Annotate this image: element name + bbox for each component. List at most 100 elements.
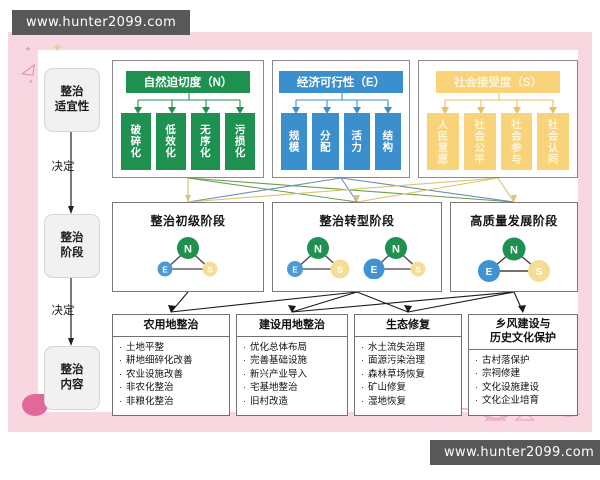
content-title: 建设用地整治 — [237, 315, 347, 337]
dimension-item[interactable]: 无序化 — [190, 113, 221, 170]
bullet-icon: · — [119, 382, 122, 393]
bullet-icon: · — [361, 355, 364, 366]
svg-text:N: N — [314, 244, 322, 256]
flow-chip-label: 整治 内容 — [60, 364, 84, 391]
flow-chip-suitability[interactable]: 整治 适宜性 — [44, 68, 100, 132]
content-title: 生态修复 — [355, 315, 461, 337]
list-item[interactable]: ·宗祠修建 — [475, 368, 521, 379]
bullet-icon: · — [119, 341, 122, 352]
list-item[interactable]: ·宅基地整治 — [243, 382, 298, 394]
nes-triangle-icon: N E S — [287, 237, 350, 279]
svg-text:E: E — [292, 266, 298, 275]
svg-text:N: N — [184, 244, 192, 256]
list-item[interactable]: ·森林草场恢复 — [361, 368, 426, 380]
list-item[interactable]: ·湿地恢复 — [361, 395, 407, 407]
svg-text:S: S — [536, 267, 543, 278]
dimension-item[interactable]: 规模 — [281, 113, 308, 170]
dimension-item[interactable]: 活力 — [343, 113, 370, 170]
dimension-item[interactable]: 污损化 — [225, 113, 255, 170]
bullet-icon: · — [361, 382, 364, 393]
branch-arrows-society — [441, 93, 557, 114]
list-item[interactable]: ·旧村改造 — [243, 395, 289, 407]
dimension-item[interactable]: 低效化 — [155, 113, 186, 170]
sparkle-icon: ✦ — [24, 44, 32, 54]
bullet-icon: · — [475, 368, 478, 378]
flow-chip-stage[interactable]: 整治 阶段 — [44, 214, 100, 278]
svg-text:E: E — [162, 266, 168, 275]
dimension-item[interactable]: 人民意愿 — [427, 113, 459, 170]
list-item[interactable]: ·优化总体布局 — [243, 341, 308, 353]
bullet-icon: · — [243, 355, 246, 366]
flow-chip-content[interactable]: 整治 内容 — [44, 346, 100, 410]
list-item[interactable]: ·文化设施建设 — [475, 381, 540, 393]
list-item[interactable]: ·新兴产业导入 — [243, 368, 308, 380]
sparkle-icon: ✦ — [28, 79, 34, 86]
list-item[interactable]: ·矿山修复 — [361, 382, 407, 394]
list-item[interactable]: ·面源污染治理 — [361, 355, 426, 367]
dimension-panel-society: 社会接受度（S） 人民意愿 社会公平 社会参与 社会认同 — [418, 60, 578, 178]
stage-panel-highquality: 高质量发展阶段 N E S — [450, 202, 578, 292]
list-item[interactable]: ·非农化整治 — [119, 382, 174, 394]
stage-title: 整治初级阶段 — [150, 214, 226, 228]
list-item[interactable]: ·完善基础设施 — [243, 355, 308, 367]
nes-triangle-icon: N E S — [478, 237, 550, 282]
dimension-panel-nature: 自然迫切度（N） 破碎化 低效化 无序化 污损化 — [112, 60, 264, 178]
bullet-icon: · — [475, 354, 478, 365]
dimension-item[interactable]: 结构 — [374, 113, 401, 170]
stage-title: 高质量发展阶段 — [470, 214, 558, 228]
branch-arrows-nature — [134, 93, 244, 114]
content-panel-ecology: 生态修复 ·水土流失治理 ·面源污染治理 ·森林草场恢复 ·矿山修复 ·湿地恢复 — [354, 314, 462, 416]
dimension-item[interactable]: 分配 — [312, 113, 339, 170]
bullet-icon: · — [119, 395, 122, 406]
list-item[interactable]: ·农业设施改善 — [119, 368, 184, 380]
nes-triangle-icon: N E S — [157, 237, 218, 277]
bullet-icon: · — [361, 395, 364, 406]
diagram-canvas: 整治 适宜性 决定 整治 阶段 决定 整治 内容 自然迫切度（N） — [38, 50, 584, 424]
content-title: 乡风建设与 历史文化保护 — [469, 315, 577, 350]
stage-triangle-group: N E S N E S — [273, 233, 441, 279]
bullet-icon: · — [243, 382, 246, 393]
content-title: 农用地整治 — [113, 315, 229, 337]
watermark-bottom: www.hunter2099.com — [430, 440, 600, 465]
dimension-items-nature: 破碎化 低效化 无序化 污损化 — [121, 113, 255, 170]
stage-panel-transition: 整治转型阶段 N E S N E S — [272, 202, 442, 292]
dimension-item[interactable]: 社会公平 — [463, 113, 496, 170]
bullet-icon: · — [361, 368, 364, 379]
bullet-icon: · — [243, 368, 246, 379]
svg-text:N: N — [392, 244, 400, 256]
flow-chip-label: 整治 阶段 — [60, 232, 84, 259]
sparkle-icon: ◿ — [20, 59, 36, 78]
bullet-icon: · — [475, 381, 478, 392]
flow-connector-label-2: 决定 — [51, 305, 75, 317]
list-item[interactable]: ·土地平整 — [119, 341, 165, 353]
list-item[interactable]: ·文化企业培育 — [475, 395, 540, 406]
content-list: ·古村落保护 ·宗祠修建 ·文化设施建设 ·文化企业培育 — [469, 350, 577, 408]
list-item[interactable]: ·水土流失治理 — [361, 341, 426, 353]
svg-text:E: E — [486, 267, 493, 278]
dimension-item[interactable]: 破碎化 — [121, 113, 151, 170]
branch-arrows-economy — [292, 93, 392, 114]
bullet-icon: · — [243, 341, 246, 352]
bullet-icon: · — [119, 368, 122, 379]
content-list: ·土地平整 ·耕地细碎化改善 ·农业设施改善 ·非农化整治 ·非粮化整治 — [113, 337, 229, 409]
bullet-icon: · — [119, 355, 122, 366]
svg-text:S: S — [415, 266, 421, 275]
dimension-title-economy: 经济可行性（E） — [279, 71, 403, 93]
stage-triangle-group: N E S — [451, 233, 577, 283]
flow-connector-label-1: 决定 — [51, 161, 75, 173]
svg-text:E: E — [371, 265, 378, 276]
bullet-icon: · — [243, 395, 246, 406]
content-panel-farmland: 农用地整治 ·土地平整 ·耕地细碎化改善 ·农业设施改善 ·非农化整治 ·非粮化… — [112, 314, 230, 416]
svg-text:N: N — [510, 245, 518, 257]
decorative-blob — [22, 394, 48, 416]
list-item[interactable]: ·非粮化整治 — [119, 395, 174, 407]
list-item[interactable]: ·古村落保护 — [475, 354, 530, 366]
stage-panel-primary: 整治初级阶段 N E S — [112, 202, 264, 292]
dimension-item[interactable]: 社会认同 — [537, 113, 569, 170]
svg-text:S: S — [207, 266, 213, 275]
list-item[interactable]: ·耕地细碎化改善 — [119, 355, 193, 367]
dimension-item[interactable]: 社会参与 — [500, 113, 533, 170]
bullet-icon: · — [361, 341, 364, 352]
dimension-items-society: 人民意愿 社会公平 社会参与 社会认同 — [427, 113, 569, 170]
dimension-title-society: 社会接受度（S） — [436, 71, 560, 93]
